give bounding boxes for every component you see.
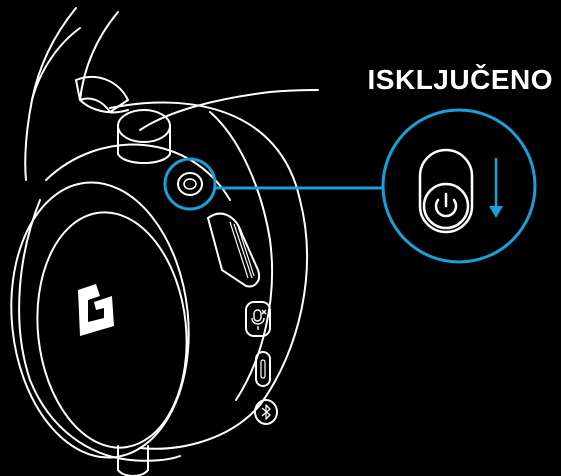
brand-logo-icon	[78, 284, 114, 336]
ear-cup-outer	[110, 103, 307, 449]
status-label: ISKLJUČENO	[368, 64, 553, 96]
microphone-mute-icon	[252, 310, 266, 330]
power-switch[interactable]	[165, 159, 215, 209]
bluetooth-button[interactable]	[255, 400, 277, 424]
volume-wheel[interactable]	[208, 214, 259, 287]
mic-mute-button[interactable]	[246, 302, 270, 336]
bluetooth-icon	[262, 405, 270, 419]
zoom-callout	[383, 110, 535, 262]
headband	[25, 8, 318, 180]
